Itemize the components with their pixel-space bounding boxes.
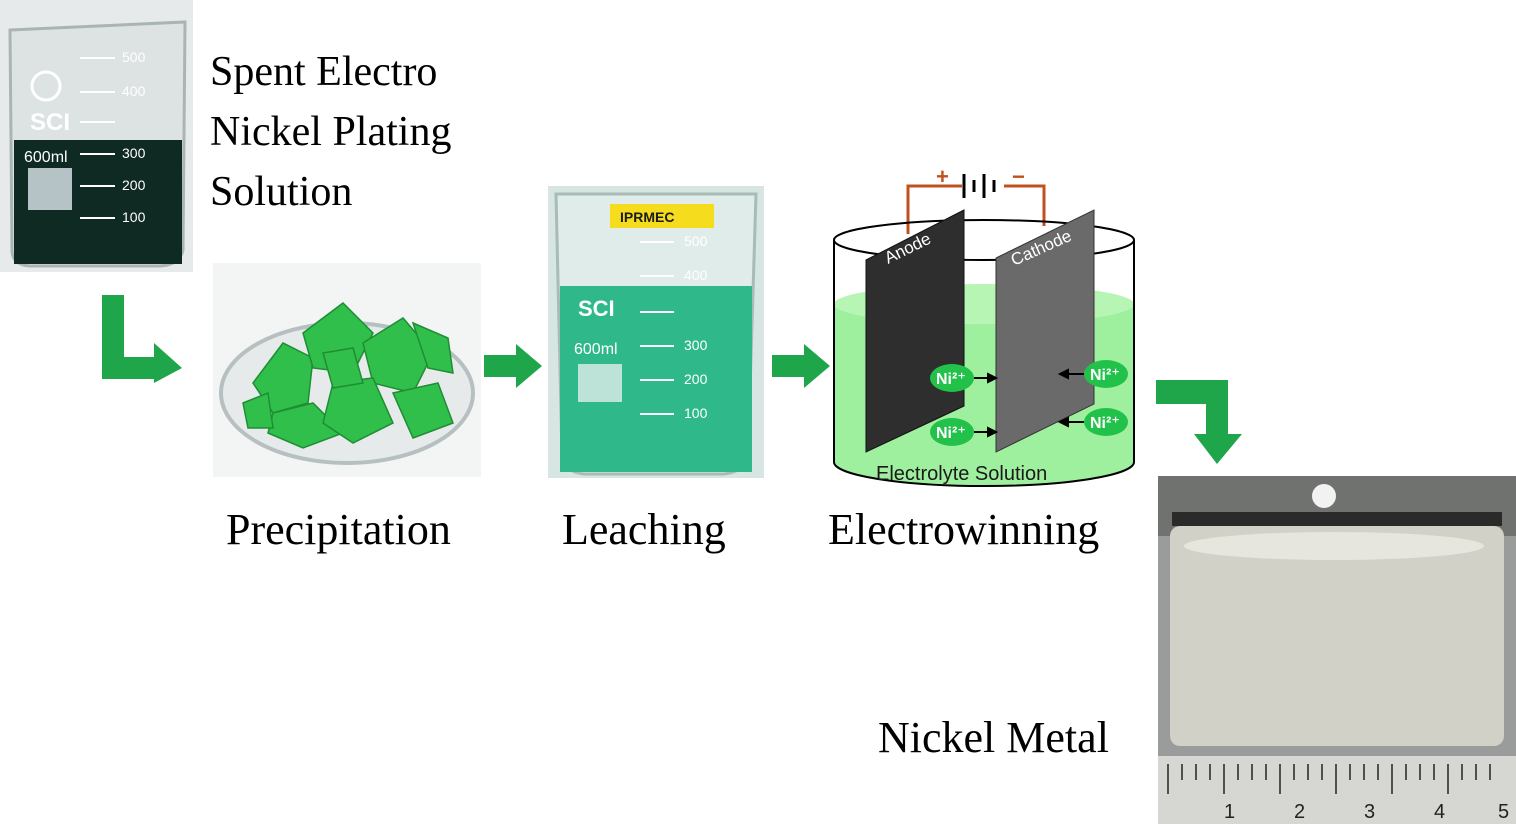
electrowinning-label: Electrowinning (828, 505, 1100, 554)
electrolyte-label: Electrolyte Solution (876, 463, 1047, 485)
nickel-ion: Ni²⁺ (1090, 415, 1120, 432)
leaching-beaker-image: IPRMEC SCI 600ml 500 400 300 200 100 (548, 186, 764, 478)
precipitate-dish-image (213, 263, 481, 477)
spent-solution-label-line: Nickel Plating (210, 109, 452, 155)
positive-terminal: + (936, 168, 949, 189)
beaker1-brand: SCI (30, 109, 70, 136)
beaker1-mark: 300 (122, 145, 146, 161)
beaker1-mark: 200 (122, 177, 146, 193)
precipitation-label: Precipitation (226, 505, 451, 554)
electrowinning-cell-diagram: + − Anode Cathode Ni²⁺ Ni²⁺ Ni²⁺ Ni²⁺ El… (833, 168, 1135, 487)
spent-solution-label-line: Spent Electro (210, 49, 438, 95)
beaker1-mark: 400 (122, 83, 146, 99)
spent-solution-beaker-image: SCI 600ml 500 400 300 200 100 (0, 0, 193, 272)
ruler-mark: 1 (1224, 801, 1235, 823)
leaching-label: Leaching (562, 505, 726, 554)
negative-terminal: − (1012, 168, 1025, 189)
beaker2-mark: 400 (684, 267, 708, 283)
beaker2-mark: 100 (684, 405, 708, 421)
spent-solution-label: Spent Electro Nickel Plating Solution (210, 42, 451, 222)
beaker2-sticker: IPRMEC (620, 209, 674, 225)
nickel-ion: Ni²⁺ (936, 425, 966, 442)
nickel-ion: Ni²⁺ (1090, 367, 1120, 384)
elbow-arrow-icon (102, 295, 182, 383)
beaker1-capacity: 600ml (24, 149, 68, 166)
beaker2-brand: SCI (578, 296, 615, 321)
nickel-metal-label: Nickel Metal (878, 713, 1109, 762)
ruler-mark: 5 (1498, 801, 1509, 823)
beaker2-mark: 200 (684, 371, 708, 387)
right-arrow-icon (772, 344, 830, 388)
beaker2-capacity: 600ml (574, 341, 618, 358)
beaker2-mark: 300 (684, 337, 708, 353)
nickel-ion: Ni²⁺ (936, 371, 966, 388)
nickel-metal-plate-image: 1 2 3 4 5 (1158, 476, 1516, 824)
ruler-mark: 2 (1294, 801, 1305, 823)
spent-solution-label-line: Solution (210, 169, 353, 215)
ruler-mark: 3 (1364, 801, 1375, 823)
elbow-down-arrow-icon (1156, 380, 1242, 464)
right-arrow-icon (484, 344, 542, 388)
ruler-mark: 4 (1434, 801, 1445, 823)
beaker1-mark: 500 (122, 49, 146, 65)
beaker1-mark: 100 (122, 209, 146, 225)
beaker2-mark: 500 (684, 233, 708, 249)
